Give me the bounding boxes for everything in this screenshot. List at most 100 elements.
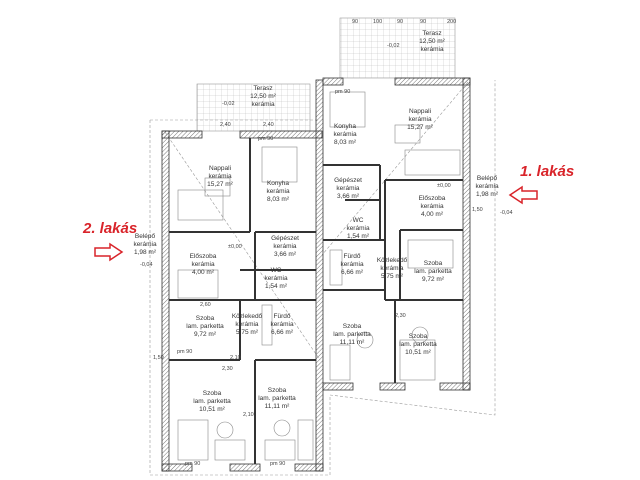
dimension-label: 2,10 — [243, 412, 254, 418]
room-name: Szoba — [342, 323, 362, 330]
level-marker: -0,04 — [500, 210, 513, 216]
room-floor: kerámia — [191, 261, 215, 268]
room-floor: kerámia — [336, 185, 360, 192]
room-area: 1,98 m² — [475, 191, 499, 198]
room-name: Gépészet — [334, 177, 362, 184]
dimension-label: 2,60 — [200, 302, 211, 308]
dimension-label: pm 90 — [270, 461, 286, 467]
room-name: Szoba — [267, 387, 287, 394]
dimension-label: 1,50 — [153, 355, 164, 361]
dimension-label: 1,50 — [472, 207, 483, 213]
dimension-label: 200 — [447, 19, 457, 25]
room-floor: lam. parketta — [193, 398, 231, 405]
room-floor: kerámia — [270, 321, 294, 328]
dimension-label: 90 — [420, 19, 427, 25]
entrance-arrow-right — [508, 185, 538, 205]
room-name: Nappali — [408, 108, 432, 115]
room-name: Szoba — [408, 333, 428, 340]
room-area: 10,51 m² — [405, 349, 431, 356]
room-area: 12,50 m² — [250, 93, 276, 100]
room-name: Szoba — [423, 260, 443, 267]
room-area: 8,03 m² — [333, 139, 357, 146]
dimension-label: pm 90 — [258, 136, 274, 142]
room-floor: kerámia — [264, 275, 288, 282]
room-floor: lam. parketta — [186, 323, 224, 330]
room-name: Közlekedő — [231, 313, 263, 320]
room-name: Fürdő — [273, 313, 291, 320]
room-name: Terasz — [422, 30, 442, 37]
room-area: 12,50 m² — [419, 38, 445, 45]
walls — [161, 77, 471, 472]
interior-walls — [169, 138, 463, 464]
unit-label-2: 2. lakás — [83, 220, 138, 237]
room-area: 9,72 m² — [421, 276, 445, 283]
room-floor: kerámia — [235, 321, 259, 328]
room-area: 11,11 m² — [264, 403, 290, 410]
room-area: 5,75 m² — [235, 329, 259, 336]
room-area: 3,66 m² — [336, 193, 360, 200]
room-area: 4,00 m² — [420, 211, 444, 218]
dimension-label: pm 90 — [185, 461, 201, 467]
room-name: WC — [352, 217, 364, 224]
room-name: Konyha — [266, 180, 290, 187]
dimension-label: pm 90 — [177, 349, 193, 355]
room-name: WC — [270, 267, 282, 274]
room-name: Közlekedő — [376, 257, 408, 264]
room-floor: kerámia — [251, 101, 275, 108]
dimension-label: pm 90 — [335, 89, 351, 95]
room-area: 15,27 m² — [407, 124, 433, 131]
room-floor: kerámia — [346, 225, 370, 232]
room-floor: kerámia — [340, 261, 364, 268]
room-area: 6,66 m² — [270, 329, 294, 336]
room-name: Előszoba — [189, 253, 217, 260]
room-floor: kerámia — [208, 173, 232, 180]
room-floor: kerámia — [420, 46, 444, 53]
room-name: Szoba — [202, 390, 222, 397]
level-marker: -0,02 — [387, 43, 400, 49]
room-name: Fürdő — [343, 253, 361, 260]
room-floor: kerámia — [420, 203, 444, 210]
room-area: 8,03 m² — [266, 196, 290, 203]
room-name: Terasz — [253, 85, 273, 92]
level-marker: ±0,00 — [437, 183, 451, 189]
room-floor: kerámia — [266, 188, 290, 195]
room-area: 5,75 m² — [380, 273, 404, 280]
terrace-right — [339, 17, 456, 79]
dimension-label: 100 — [373, 19, 383, 25]
room-area: 6,66 m² — [340, 269, 364, 276]
room-area: 9,72 m² — [193, 331, 217, 338]
level-marker: ±0,00 — [228, 244, 242, 250]
furniture — [177, 91, 461, 461]
room-area: 4,00 m² — [191, 269, 215, 276]
dimension-label: 90 — [352, 19, 359, 25]
room-area: 1,54 m² — [264, 283, 288, 290]
room-floor: lam. parketta — [258, 395, 296, 402]
room-floor: lam. parketta — [414, 268, 452, 275]
room-floor: kerámia — [133, 241, 157, 248]
dimension-label: 2,30 — [222, 366, 233, 372]
room-area: 10,51 m² — [199, 406, 225, 413]
dimension-label: 90 — [397, 19, 404, 25]
